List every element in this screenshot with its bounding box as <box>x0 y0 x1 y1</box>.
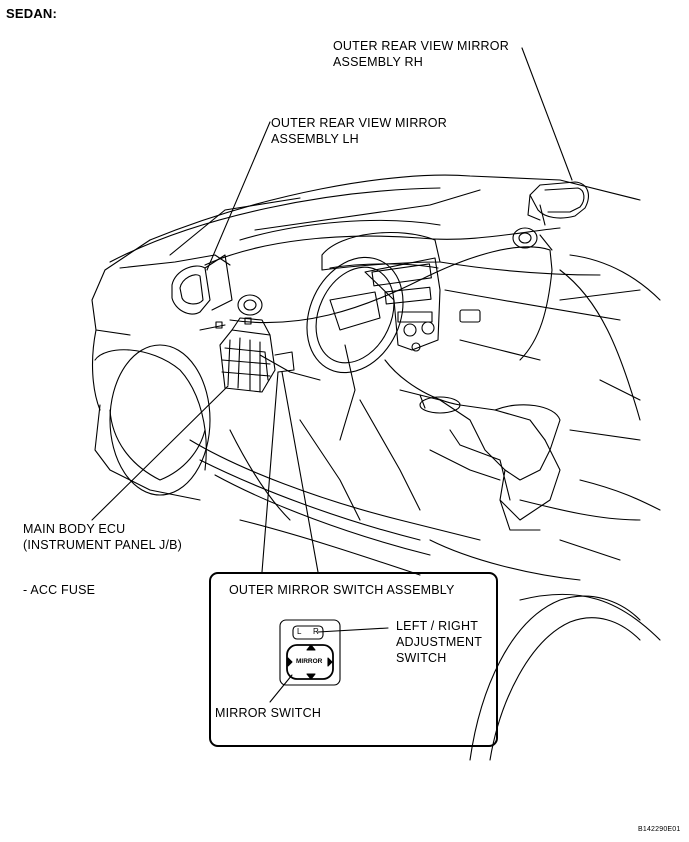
mirror-switch-text: MIRROR <box>296 658 323 665</box>
acc-fuse-label: - ACC FUSE <box>23 583 96 597</box>
lr-switch-label-line2: ADJUSTMENT <box>396 635 483 649</box>
lr-switch-label-line3: SWITCH <box>396 651 447 665</box>
model-heading: SEDAN: <box>6 6 58 21</box>
switch-inset-title: OUTER MIRROR SWITCH ASSEMBLY <box>229 583 455 597</box>
mirror-rh-label-line1: OUTER REAR VIEW MIRROR <box>333 39 509 53</box>
mirror-rh-label-line2: ASSEMBLY RH <box>333 55 423 69</box>
mirror-lh-label-line1: OUTER REAR VIEW MIRROR <box>271 116 447 130</box>
switch-inset-panel <box>209 572 498 747</box>
mirror-switch-label: MIRROR SWITCH <box>215 706 322 720</box>
figure-code: B142290E01 <box>638 826 681 833</box>
lr-switch-label-line1: LEFT / RIGHT <box>396 619 479 633</box>
main-body-ecu-label-line1: MAIN BODY ECU <box>23 522 126 536</box>
switch-left-letter: L <box>297 627 302 636</box>
main-body-ecu-label-line2: (INSTRUMENT PANEL J/B) <box>23 538 183 552</box>
switch-right-letter: R <box>313 627 319 636</box>
mirror-lh-label-line2: ASSEMBLY LH <box>271 132 359 146</box>
